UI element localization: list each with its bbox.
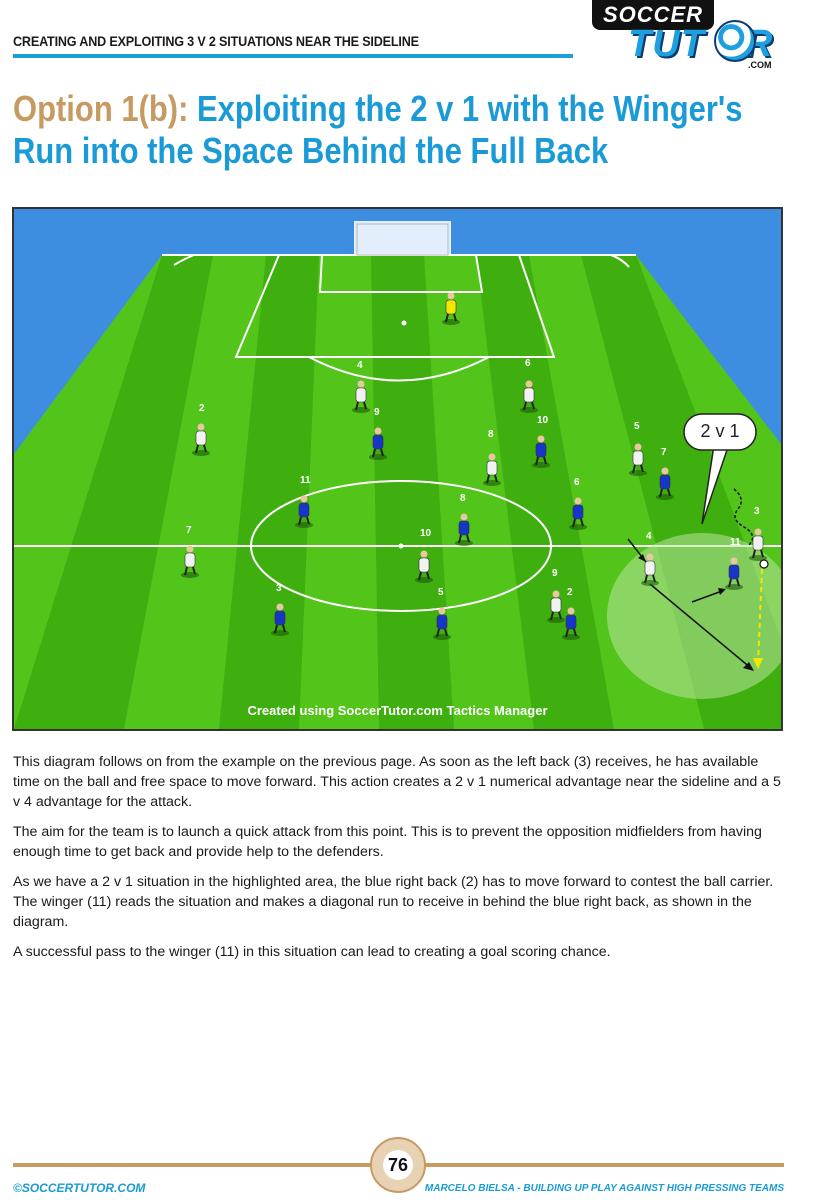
blue-player: 11 <box>295 475 313 528</box>
player-number: 2 <box>567 587 573 598</box>
footer-book-title: MARCELO BIELSA - BUILDING UP PLAY AGAINS… <box>424 1183 784 1194</box>
player-number: 10 <box>537 415 549 426</box>
runs <box>627 488 763 671</box>
penalty-spot <box>401 320 407 326</box>
white-player: 8 <box>483 429 501 486</box>
paragraph-1: This diagram follows on from the example… <box>13 754 781 810</box>
page-number: 76 <box>387 1155 409 1175</box>
footer-rule-right <box>426 1163 784 1167</box>
player-number: 7 <box>186 525 192 536</box>
logo-soccer-text: SOCCER <box>592 0 714 30</box>
player-number: 6 <box>574 477 580 488</box>
white-player: 10 <box>415 528 433 583</box>
player-number: 8 <box>488 429 494 440</box>
white-player: 7 <box>181 525 199 578</box>
header-rule <box>13 54 573 58</box>
blue-player: 2 <box>562 587 580 640</box>
white-player: 6 <box>520 358 538 413</box>
body-text: This diagram follows on from the example… <box>13 752 788 972</box>
paragraph-3: As we have a 2 v 1 situation in the high… <box>13 874 774 930</box>
player-number: 4 <box>357 360 363 371</box>
player-number: 9 <box>552 568 558 579</box>
player-number: 6 <box>525 358 531 369</box>
footer-copyright: ©SOCCERTUTOR.COM <box>13 1181 146 1195</box>
blue-player: 3 <box>271 583 289 636</box>
blue-player: 11 <box>725 537 743 590</box>
football-icon <box>714 20 756 62</box>
player-number: 11 <box>300 475 311 486</box>
ball-icon <box>759 559 769 569</box>
centre-spot <box>398 543 404 549</box>
blue-player: 9 <box>369 407 387 460</box>
player-number: 3 <box>754 506 760 517</box>
callout-2v1 <box>683 413 757 525</box>
running-header: CREATING AND EXPLOITING 3 V 2 SITUATIONS… <box>13 33 419 49</box>
page-number-ball-icon <box>370 1137 426 1193</box>
player-number: 8 <box>460 493 466 504</box>
title-main: Exploiting the 2 v 1 with the Winger's R… <box>13 88 743 171</box>
player-number: 4 <box>646 531 652 542</box>
player-number: 3 <box>276 583 282 594</box>
player-number: 5 <box>438 587 444 598</box>
player-number: 9 <box>374 407 380 418</box>
footer-rule-left <box>13 1163 370 1167</box>
paragraph-4: A successful pass to the winger (11) in … <box>13 944 611 960</box>
paragraph-2: The aim for the team is to launch a quic… <box>13 824 762 860</box>
logo-com-text: .COM <box>748 60 772 70</box>
page-title: Option 1(b): Exploiting the 2 v 1 with t… <box>13 88 804 172</box>
white-player: 9 <box>547 568 565 623</box>
tactics-diagram: 2 4 6 8 5 7 10 9 4 3 9 10 7 11 8 6 11 3 5 2 2 v 1 Created u… <box>12 207 783 731</box>
white-player: 3 <box>749 506 767 561</box>
player-number: 10 <box>420 528 432 539</box>
blue-player: 6 <box>569 477 587 530</box>
diagram-caption: Created using SoccerTutor.com Tactics Ma… <box>247 703 548 718</box>
blue-player: 5 <box>433 587 451 640</box>
players-layer: 2 4 6 8 5 7 10 9 4 3 9 10 7 11 8 6 11 3 5 2 <box>181 292 769 640</box>
callout-label: 2 v 1 <box>700 421 740 441</box>
goal <box>354 221 451 256</box>
player-number: 11 <box>730 537 741 548</box>
blue-player: 10 <box>532 415 550 468</box>
player-number: 7 <box>661 447 667 458</box>
title-prefix: Option 1(b): <box>13 88 197 129</box>
white-player: 2 <box>192 403 210 456</box>
goalkeeper <box>442 292 460 325</box>
blue-player: 7 <box>656 447 674 500</box>
white-player: 4 <box>352 360 370 413</box>
player-number: 5 <box>634 421 640 432</box>
blue-player: 8 <box>455 493 473 546</box>
white-player: 5 <box>629 421 647 476</box>
white-player: 4 <box>641 531 659 586</box>
player-number: 2 <box>199 403 205 414</box>
